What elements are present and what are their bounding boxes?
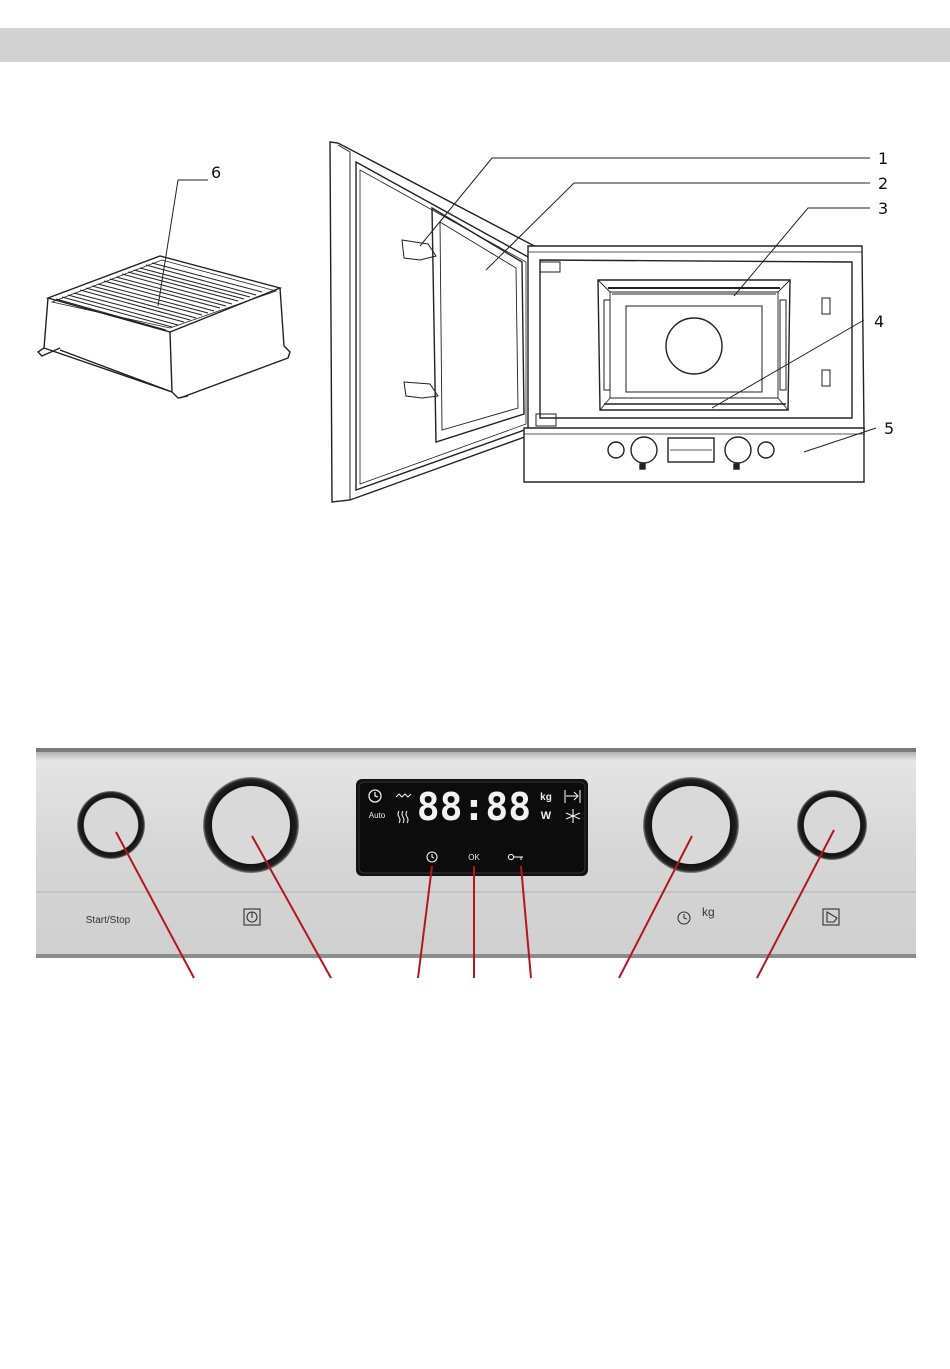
callout-4: 4 [874, 312, 884, 331]
door-open-button[interactable] [797, 790, 867, 860]
display-kg-label: kg [540, 792, 552, 803]
callout-2: 2 [878, 174, 888, 193]
time-weight-kg-label: kg [702, 905, 715, 919]
display-w-label: W [541, 810, 552, 822]
callout-1: 1 [878, 149, 888, 168]
display: Auto 88:88 kg W [356, 779, 588, 876]
time-weight-knob[interactable] [643, 777, 739, 873]
wire-rack [38, 256, 290, 398]
callout-5: 5 [884, 419, 894, 438]
oven-illustration [330, 142, 864, 502]
start-stop-label: Start/Stop [86, 915, 131, 926]
auto-label: Auto [369, 811, 386, 820]
display-digits: 88:88 [417, 785, 531, 829]
callout-6: 6 [211, 163, 221, 182]
power-function-knob[interactable] [203, 777, 299, 873]
ok-label: OK [468, 853, 480, 862]
control-panel: Start/Stop Auto [36, 748, 916, 978]
start-stop-button[interactable] [77, 791, 145, 859]
callout-3: 3 [878, 199, 888, 218]
